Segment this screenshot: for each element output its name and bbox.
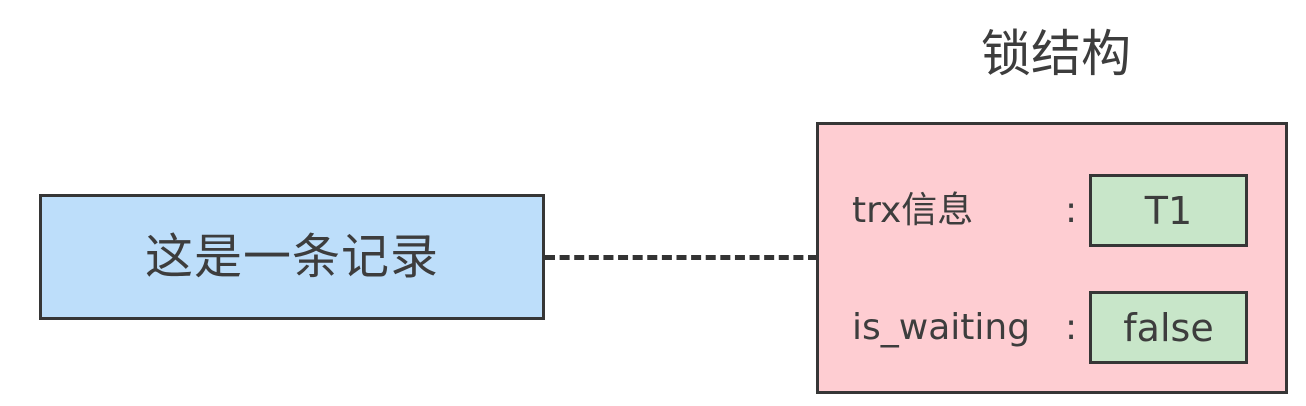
lock-row-trx-key: trx信息 xyxy=(852,189,974,231)
record-label: 这是一条记录 xyxy=(144,229,439,285)
lock-row-is-waiting-value: false xyxy=(1089,291,1248,364)
lock-structure-box: trx信息 : T1 is_waiting : false xyxy=(816,122,1288,394)
lock-row-trx: trx信息 : T1 xyxy=(819,174,1285,247)
lock-row-is-waiting: is_waiting : false xyxy=(819,291,1285,364)
lock-row-is-waiting-separator: : xyxy=(1065,306,1078,348)
lock-structure-title: 锁结构 xyxy=(981,25,1131,83)
lock-row-trx-separator: : xyxy=(1065,189,1078,231)
record-box: 这是一条记录 xyxy=(39,194,545,320)
lock-row-is-waiting-key: is_waiting xyxy=(852,306,1031,348)
lock-row-trx-value: T1 xyxy=(1089,174,1248,247)
dashed-connector-line xyxy=(545,255,818,260)
